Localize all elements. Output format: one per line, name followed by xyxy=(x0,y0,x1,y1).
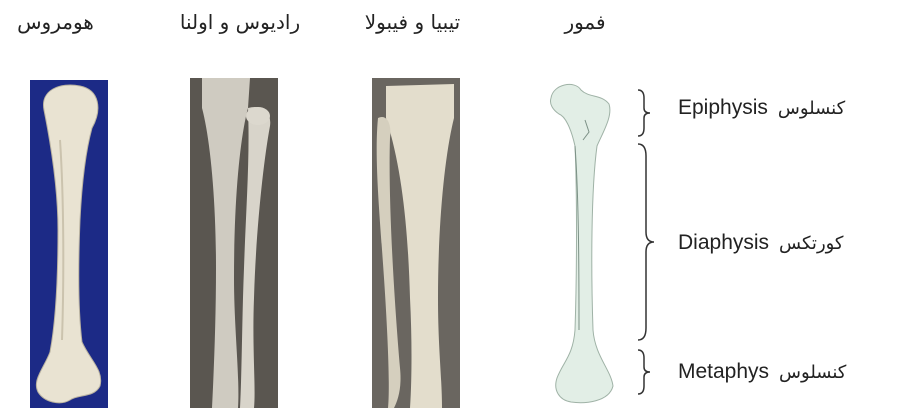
radius-ulna-photo xyxy=(190,78,278,408)
metaphysis-latin: Metaphys xyxy=(678,360,769,384)
metaphysis-bracket xyxy=(636,348,656,396)
femur-title: فمور xyxy=(555,10,615,34)
humerus-title: هومروس xyxy=(8,10,103,34)
epiphysis-latin: Epiphysis xyxy=(678,96,768,120)
humerus-photo xyxy=(30,80,108,408)
tibia-fibula-title: تیبیا و فیبولا xyxy=(340,10,485,34)
epiphysis-persian: کنسلوس xyxy=(778,98,845,119)
diaphysis-latin: Diaphysis xyxy=(678,231,769,255)
tibia-fibula-photo xyxy=(372,78,460,408)
diaphysis-label: Diaphysis کورتکس xyxy=(678,231,844,255)
diaphysis-persian: کورتکس xyxy=(779,233,843,254)
radius-ulna-title: رادیوس و اولنا xyxy=(160,10,320,34)
epiphysis-bracket xyxy=(636,88,656,138)
diaphysis-bracket xyxy=(636,142,660,342)
epiphysis-label: Epiphysis کنسلوس xyxy=(678,96,845,120)
femur-photo xyxy=(545,80,620,408)
metaphysis-persian: کنسلوس xyxy=(779,362,846,383)
metaphysis-label: Metaphys کنسلوس xyxy=(678,360,846,384)
